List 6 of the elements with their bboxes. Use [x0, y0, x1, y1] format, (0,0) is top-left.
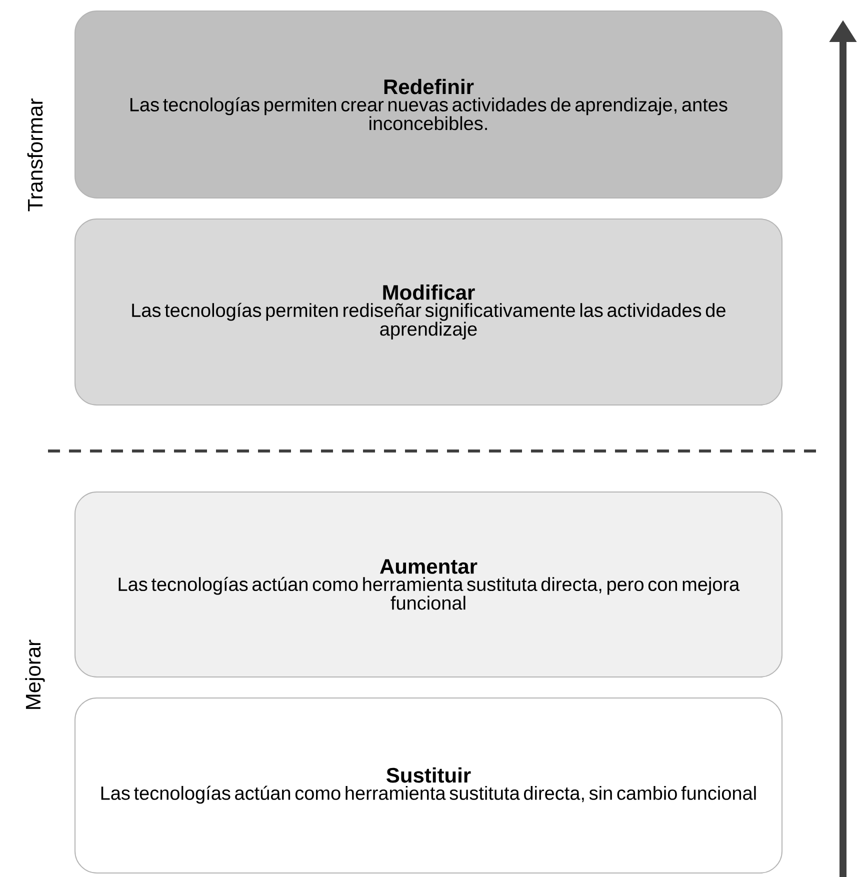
- level-box: Redefinir Las tecnologías permiten crear nuevas actividades de aprendizaje, antes inconcebibles.: [74, 10, 782, 198]
- level-box: Modificar Las tecnologías permiten rediseñar significativamente las actividades de aprendizaje: [74, 218, 782, 406]
- side-label: Mejorar: [25, 640, 45, 709]
- side-label: Transformar: [27, 98, 43, 212]
- level-box: Sustituir Las tecnologías actúan como herramienta sustituta directa, sin cambio funcional: [74, 698, 782, 874]
- level-box: Aumentar Las tecnologías actúan como herramienta sustituta directa, pero con mejora funcional: [74, 492, 782, 678]
